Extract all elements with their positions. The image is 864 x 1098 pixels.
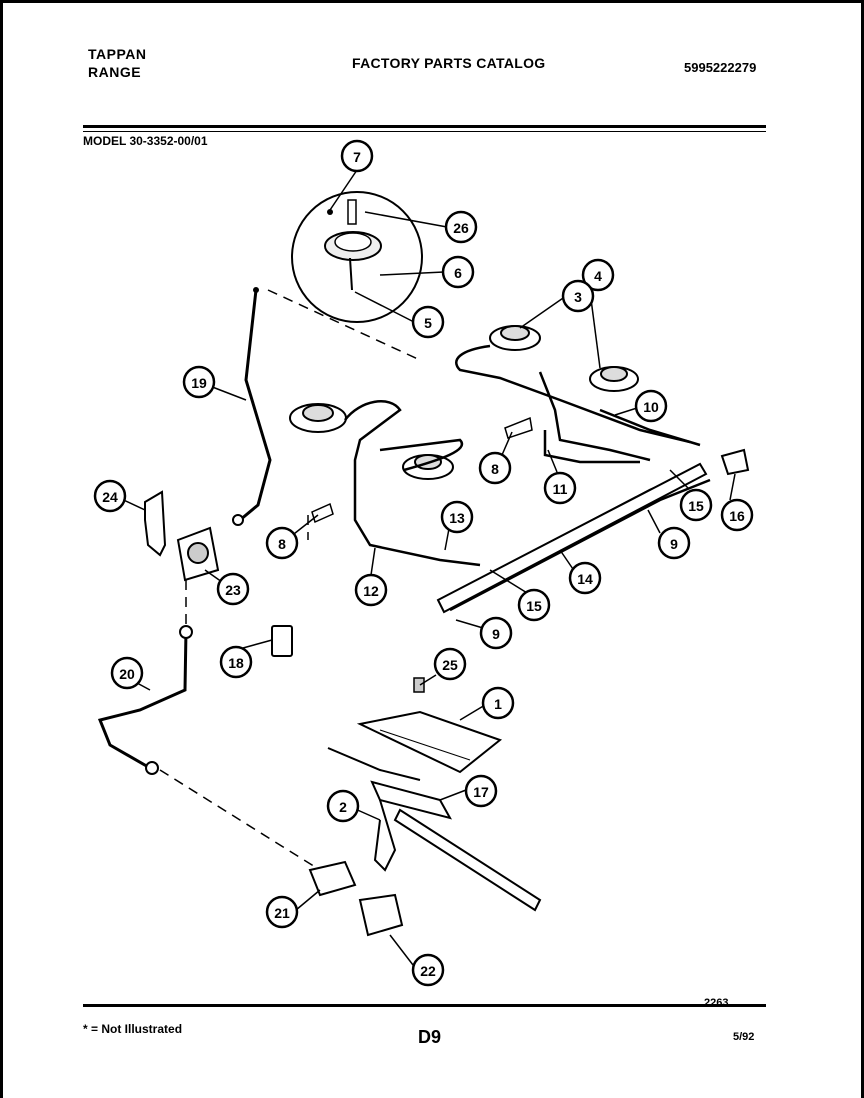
callout-label: 24	[102, 489, 118, 505]
callout-c21: 21	[265, 895, 299, 929]
callout-c20: 20	[110, 656, 144, 690]
callout-c14: 14	[568, 561, 602, 595]
part-17	[370, 780, 453, 820]
bracket-24	[144, 490, 167, 557]
callout-c23: 23	[216, 572, 250, 606]
callout-label: 9	[670, 536, 678, 552]
callout-label: 14	[577, 571, 593, 587]
callout-label: 7	[353, 149, 361, 165]
callout-label: 18	[228, 655, 244, 671]
callout-label: 6	[454, 265, 462, 281]
not-illustrated-note: * = Not Illustrated	[83, 1022, 183, 1036]
callout-label: 23	[225, 582, 241, 598]
model-number: MODEL 30-3352-00/01	[83, 134, 208, 148]
callout-label: 8	[278, 536, 286, 552]
tube-19	[239, 289, 272, 522]
part-18	[271, 625, 293, 657]
callout-c9a: 9	[657, 526, 691, 560]
callout-c5: 5	[411, 305, 445, 339]
manifold-pipe	[436, 462, 708, 614]
callout-label: 26	[453, 220, 469, 236]
callout-c22: 22	[411, 953, 445, 987]
part-22	[358, 893, 404, 937]
callout-label: 17	[473, 784, 489, 800]
callout-c6: 6	[441, 255, 475, 289]
callout-c16: 16	[720, 498, 754, 532]
callout-label: 22	[420, 963, 436, 979]
bracket-8-upper	[504, 416, 533, 439]
callout-c26: 26	[444, 210, 478, 244]
header-rule-thin	[83, 131, 766, 132]
figure-code: 2263	[704, 997, 729, 1009]
footer-rule	[83, 1004, 766, 1007]
callout-label: 1	[494, 696, 502, 712]
burner-rear-right	[589, 366, 639, 392]
tube-20	[97, 629, 188, 770]
callout-label: 5	[424, 315, 432, 331]
rail	[393, 808, 542, 912]
callout-label: 15	[688, 498, 704, 514]
callout-c19: 19	[182, 365, 216, 399]
callout-label: 25	[442, 657, 458, 673]
igniter-plate-1	[356, 710, 503, 774]
callout-c3: 3	[561, 279, 595, 313]
callout-label: 11	[553, 481, 568, 497]
brand-line-2: RANGE	[88, 64, 142, 80]
callout-c8b: 8	[265, 526, 299, 560]
callout-c24: 24	[93, 479, 127, 513]
callout-c10: 10	[634, 389, 668, 423]
callout-label: 19	[191, 375, 207, 391]
callout-c9b: 9	[479, 616, 513, 650]
callout-c15b: 15	[517, 588, 551, 622]
callout-label: 16	[729, 508, 745, 524]
bracket-8-lower	[311, 502, 334, 524]
catalog-number: 5995222279	[684, 60, 757, 75]
gas-tubing	[344, 344, 711, 612]
dash-leader-19	[267, 289, 421, 361]
callout-c1: 1	[481, 686, 515, 720]
burner-rear-left	[489, 325, 541, 351]
burner-detail-inset	[291, 191, 423, 323]
revision-date: 5/92	[733, 1031, 755, 1043]
callout-label: 12	[363, 583, 379, 599]
callout-label: 8	[491, 461, 499, 477]
part-2	[373, 799, 397, 872]
callout-label: 10	[643, 399, 659, 415]
callout-label: 20	[119, 666, 135, 682]
callout-label: 3	[574, 289, 582, 305]
clip-16	[720, 448, 750, 476]
part-25	[413, 677, 425, 693]
burner-front-left	[289, 403, 347, 433]
callout-c25: 25	[433, 647, 467, 681]
callout-label: 13	[449, 510, 465, 526]
callout-c7: 7	[340, 139, 374, 173]
callout-label: 9	[492, 626, 500, 642]
catalog-title: FACTORY PARTS CATALOG	[352, 55, 546, 71]
callout-c13: 13	[440, 500, 474, 534]
regulator-23	[176, 526, 220, 582]
callout-c8a: 8	[478, 451, 512, 485]
callout-label: 4	[594, 268, 602, 284]
callout-label: 21	[274, 905, 290, 921]
dash-leader-20	[159, 769, 321, 871]
brand-line-1: TAPPAN	[88, 46, 147, 62]
callout-c18: 18	[219, 645, 253, 679]
callout-c11: 11	[543, 471, 577, 505]
part-21	[308, 860, 357, 897]
callout-label: 15	[526, 598, 542, 614]
callout-c17: 17	[464, 774, 498, 808]
callout-c2: 2	[326, 789, 360, 823]
header-rule-thick	[83, 125, 766, 128]
callout-c12: 12	[354, 573, 388, 607]
callout-c4: 4	[581, 258, 615, 292]
page-id: D9	[418, 1027, 442, 1047]
callout-label: 2	[339, 799, 347, 815]
callout-c15a: 15	[679, 488, 713, 522]
